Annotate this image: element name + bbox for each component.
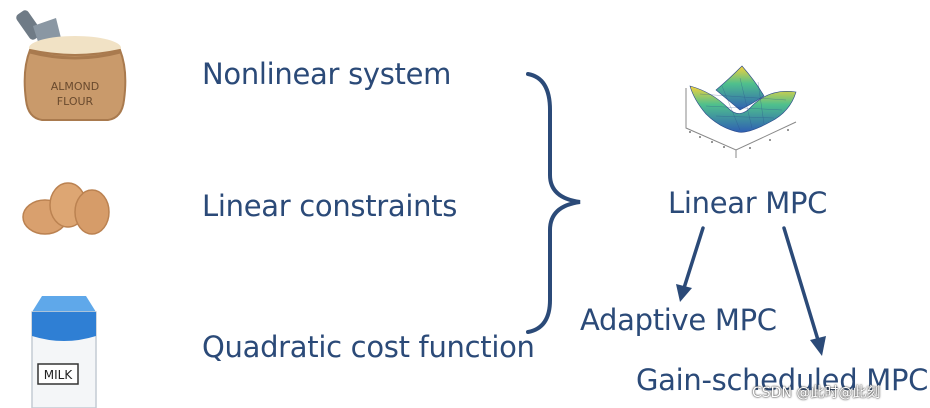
flour-label-line2: FLOUR xyxy=(57,95,94,108)
eggs-icon xyxy=(23,183,109,234)
label-linear-mpc: Linear MPC xyxy=(668,189,827,218)
milk-label: MILK xyxy=(44,368,74,382)
arrow-to-gain-scheduled xyxy=(784,228,826,356)
label-linear-constraints: Linear constraints xyxy=(202,192,457,221)
milk-carton-icon: MILK xyxy=(32,296,96,408)
label-adaptive-mpc: Adaptive MPC xyxy=(580,306,777,335)
3d-surface-plot-icon xyxy=(686,66,796,158)
arrow-to-adaptive xyxy=(676,228,703,302)
almond-flour-sack-icon: ALMOND FLOUR xyxy=(15,9,126,120)
label-nonlinear-system: Nonlinear system xyxy=(202,60,451,89)
curly-brace xyxy=(528,74,580,332)
flour-label-line1: ALMOND xyxy=(51,80,100,93)
watermark-text: CSDN @此时@此刻 xyxy=(752,382,880,402)
label-quadratic-cost-function: Quadratic cost function xyxy=(202,333,535,362)
